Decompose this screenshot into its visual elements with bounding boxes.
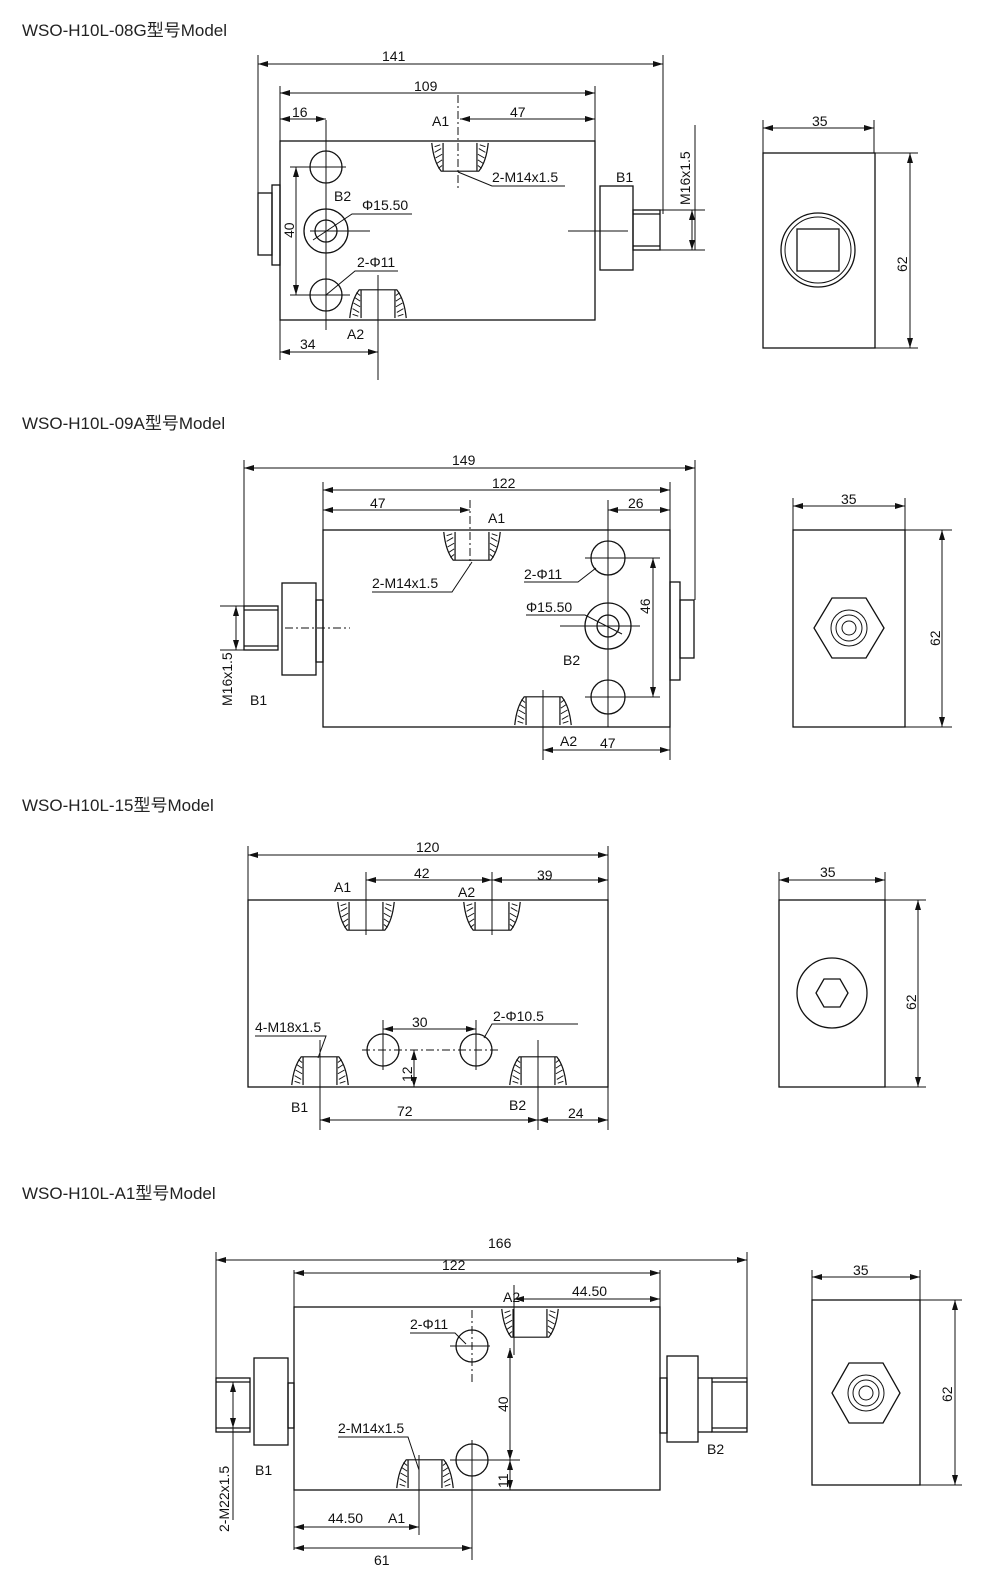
dim-side-width: 35	[820, 864, 836, 880]
side-view: 35 62	[762, 113, 918, 349]
dim-overall: 166	[488, 1235, 512, 1251]
dim-thread: M16x1.5	[677, 151, 693, 205]
model-a1: WSO-H10L-A1型号Model	[22, 1184, 962, 1568]
label-b2: B2	[334, 188, 351, 204]
label-b2: B2	[707, 1441, 724, 1457]
label-port-thread: 2-M14x1.5	[338, 1420, 404, 1436]
dim-side-width: 35	[853, 1262, 869, 1278]
thread-fitting	[632, 209, 661, 251]
dim-overall: 149	[452, 452, 476, 468]
dim-a-spacing: 42	[414, 865, 430, 881]
front-view: 120 42 39 30 12 72 24 A1 A2 B1 B2 4-M18x…	[247, 839, 609, 1130]
model-title: WSO-H10L-15型号Model	[22, 796, 214, 815]
port-a1	[443, 531, 501, 561]
label-a2: A2	[458, 884, 475, 900]
dim-a2-offset: 44.50	[572, 1283, 607, 1299]
dim-side-width: 35	[812, 113, 828, 129]
dim-side-height: 62	[927, 630, 943, 646]
thread-fitting-b2	[711, 1377, 748, 1433]
dim-a1-offset: 47	[370, 495, 386, 511]
dim-side-height: 62	[903, 994, 919, 1010]
front-view: 149 122 47 26 46 47 M16x1.5 A1 A2 B1 B2 …	[219, 452, 696, 760]
model-09a: WSO-H10L-09A型号Model	[22, 414, 952, 760]
dim-side-height: 62	[939, 1386, 955, 1402]
dim-overall: 141	[382, 48, 406, 64]
label-b2: B2	[563, 652, 580, 668]
label-holes: 2-Φ11	[410, 1316, 448, 1332]
front-view: 166 122 44.50 40 11 44.50 61 2-M22x1.5 A…	[215, 1235, 748, 1568]
model-title: WSO-H10L-09A型号Model	[22, 414, 225, 433]
dim-side-height: 62	[894, 256, 910, 272]
label-b1: B1	[291, 1099, 308, 1115]
label-port-thread: 2-M14x1.5	[372, 575, 438, 591]
thread-fitting	[243, 605, 279, 651]
dim-a1-offset: 47	[510, 104, 526, 120]
model-title: WSO-H10L-A1型号Model	[22, 1184, 216, 1203]
dim-hole-offset: 26	[628, 495, 644, 511]
dim-thread: M16x1.5	[219, 652, 235, 706]
valve-body	[293, 1306, 661, 1491]
label-a1: A1	[334, 879, 351, 895]
hex-fitting-b1	[253, 1357, 289, 1446]
label-a1: A1	[388, 1510, 405, 1526]
label-bore: Φ15.50	[526, 599, 572, 615]
dim-b2-offset: 24	[568, 1105, 584, 1121]
dim-hole-offset: 61	[374, 1552, 390, 1568]
label-holes: 2-Φ11	[524, 566, 562, 582]
label-holes: 2-Φ10.5	[493, 1008, 544, 1024]
dim-hole-offset: 16	[292, 104, 308, 120]
hex-fitting	[281, 582, 317, 676]
label-b2: B2	[509, 1097, 526, 1113]
dim-body: 122	[492, 475, 516, 491]
label-port-thread: 4-M18x1.5	[255, 1019, 321, 1035]
dim-a2-offset: 34	[300, 336, 316, 352]
label-a2: A2	[347, 326, 364, 342]
label-b1: B1	[255, 1462, 272, 1478]
label-b1: B1	[250, 692, 267, 708]
dim-hole-spacing: 40	[281, 222, 297, 238]
hex-fitting-b2	[666, 1355, 699, 1443]
model-08g: WSO-H10L-08G型号Model	[22, 21, 918, 380]
side-view: 35 62	[811, 1262, 962, 1486]
label-a1: A1	[488, 510, 505, 526]
port-a1	[431, 142, 489, 172]
valve-body	[247, 899, 609, 1088]
label-a2: A2	[560, 733, 577, 749]
dim-hole-height: 11	[495, 1473, 511, 1488]
dim-hole-spacing: 40	[495, 1396, 511, 1412]
model-title: WSO-H10L-08G型号Model	[22, 21, 227, 40]
front-view: 141 109 16 47 40 34 M16x1.5 A1 A2 B1 B2 …	[257, 48, 705, 380]
port-a1	[396, 1459, 454, 1489]
label-holes: 2-Φ11	[357, 254, 395, 270]
dim-thread: 2-M22x1.5	[216, 1466, 232, 1532]
dim-a2-offset: 47	[600, 735, 616, 751]
dim-a2-offset: 39	[537, 867, 553, 883]
dim-body: 122	[442, 1257, 466, 1273]
dim-body: 109	[414, 78, 438, 94]
label-port-thread: 2-M14x1.5	[492, 169, 558, 185]
port-a2	[501, 1308, 559, 1338]
side-view: 35 62	[778, 864, 926, 1088]
dim-hole-spacing: 30	[412, 1014, 428, 1030]
label-a2: A2	[503, 1289, 520, 1305]
label-a1: A1	[432, 113, 449, 129]
dim-side-width: 35	[841, 491, 857, 507]
label-bore: Φ15.50	[362, 197, 408, 213]
dim-hole-height: 12	[399, 1066, 415, 1082]
label-b1: B1	[616, 169, 633, 185]
dim-a1-offset: 44.50	[328, 1510, 363, 1526]
hex-fitting	[599, 185, 634, 271]
end-cap	[257, 192, 273, 256]
dim-hole-spacing: 46	[637, 598, 653, 614]
side-view: 35 62	[792, 491, 952, 728]
model-15: WSO-H10L-15型号Model 120 42	[22, 796, 926, 1130]
dim-b-spacing: 72	[397, 1103, 413, 1119]
end-cap	[669, 581, 681, 681]
dim-overall: 120	[416, 839, 440, 855]
